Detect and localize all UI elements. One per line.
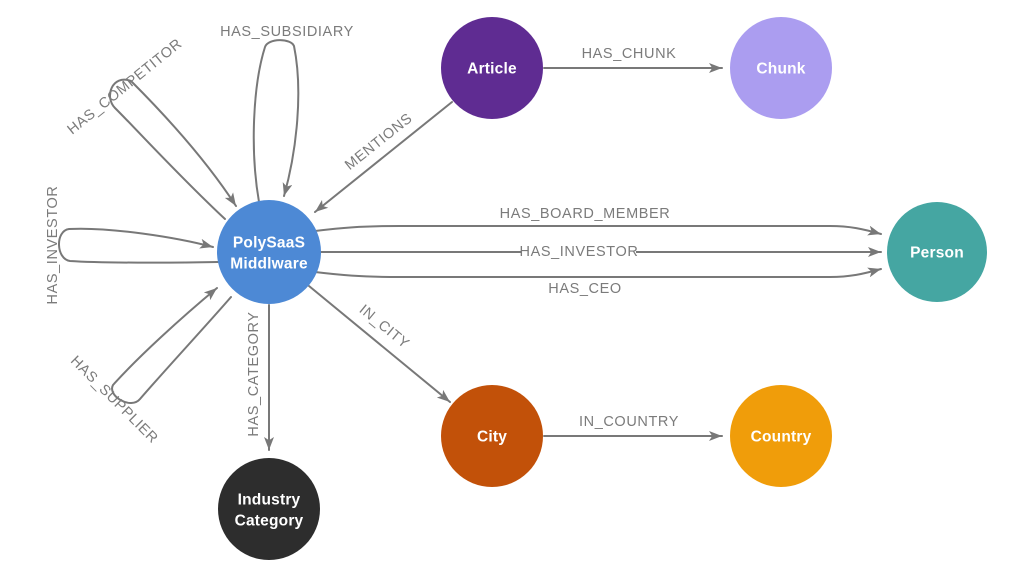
- edge-has-subsidiary: [252, 39, 300, 203]
- edge-label-has-board-member: HAS_BOARD_MEMBER: [500, 206, 671, 222]
- edge-has-supplier: [111, 287, 232, 404]
- edge-label-mask: [522, 244, 636, 261]
- edge-has-ceo: [314, 267, 882, 278]
- node-chunk-circle: [730, 17, 832, 119]
- edge-label-in-city: IN_CITY: [356, 302, 412, 352]
- node-person-label: Person: [910, 245, 964, 262]
- node-company-circle: [217, 200, 321, 304]
- node-article-label: Article: [467, 61, 517, 78]
- node-city-circle: [441, 385, 543, 487]
- edge-label-has-supplier: HAS_SUPPLIER: [67, 353, 161, 447]
- node-person: Person: [887, 202, 987, 302]
- node-industry-category-label-line1: Industry: [238, 492, 301, 509]
- node-article: Article: [441, 17, 543, 119]
- edge-label-has-ceo: HAS_CEO: [548, 281, 622, 297]
- node-person-circle: [887, 202, 987, 302]
- edge-has-investor-loop: [58, 227, 219, 264]
- node-industry-category-label-line2: Category: [235, 513, 304, 530]
- node-chunk: Chunk: [730, 17, 832, 119]
- edge-label-has-investor-loop: HAS_INVESTOR: [45, 186, 61, 305]
- edge-label-has-competitor: HAS_COMPETITOR: [65, 36, 186, 138]
- edge-mentions: [314, 101, 453, 213]
- node-country-circle: [730, 385, 832, 487]
- node-company-label-line1: PolySaaS: [233, 235, 305, 252]
- edge-label-has-category: HAS_CATEGORY: [246, 311, 262, 436]
- node-article-circle: [441, 17, 543, 119]
- edge-has-competitor: [109, 78, 237, 220]
- edge-label-has-subsidiary: HAS_SUBSIDIARY: [220, 24, 354, 40]
- edge-label-mentions: MENTIONS: [342, 110, 416, 173]
- edge-in-city: [308, 285, 451, 403]
- edge-label-has-investor: HAS_INVESTOR: [520, 244, 639, 260]
- node-company-label-line2: Middlware: [230, 256, 308, 273]
- edge-label-in-country: IN_COUNTRY: [579, 414, 679, 430]
- node-industry-category-circle: [218, 458, 320, 560]
- edge-label-has-chunk: HAS_CHUNK: [582, 46, 677, 62]
- node-city-label: City: [477, 429, 507, 446]
- node-industry-category: Industry Category: [218, 458, 320, 560]
- node-chunk-label: Chunk: [756, 61, 805, 78]
- edge-has-board-member: [314, 225, 882, 236]
- node-country: Country: [730, 385, 832, 487]
- node-country-label: Country: [751, 429, 812, 446]
- node-city: City: [441, 385, 543, 487]
- node-company: PolySaaS Middlware: [217, 200, 321, 304]
